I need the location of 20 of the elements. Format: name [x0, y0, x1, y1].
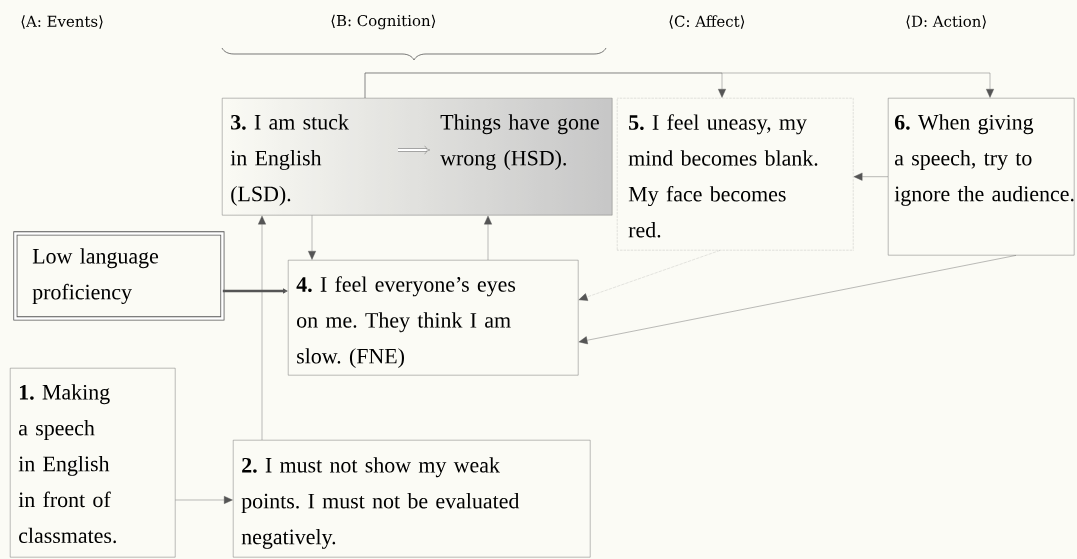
process-box: 4. I feel everyone’s eyes on me. They think I am slow. (FNE)	[288, 260, 579, 376]
arrow	[308, 215, 316, 260]
arrow	[484, 215, 492, 261]
arrow	[222, 288, 288, 294]
column-heading: ⟨A: Events⟩	[21, 15, 103, 29]
process-box: 3. I am stuck in English (LSD). Things have gone wrong (HSD).	[222, 98, 613, 216]
process-box: 5. I feel uneasy, my mind becomes blank. My face becomes red.	[617, 98, 854, 251]
column-heading: ⟨B: Cognition⟩	[331, 14, 436, 30]
arrow	[258, 215, 266, 441]
arrow	[853, 172, 889, 181]
process-box: Low language proficiency	[13, 231, 225, 321]
process-box: 1. Making a speech in English in front of classmates.	[10, 368, 176, 558]
column-heading: ⟨D: Action⟩	[906, 15, 986, 29]
process-box: 2. I must not show my weak points. I must not be evaluated negatively.	[233, 440, 591, 558]
arrow	[578, 255, 1017, 345]
process-box: 6. When giving a speech, try to ignore the audience.	[888, 98, 1075, 256]
arrow	[175, 496, 233, 504]
column-heading: ⟨C: Affect⟩	[669, 15, 745, 29]
arrow	[578, 250, 721, 301]
arrow	[364, 72, 994, 99]
